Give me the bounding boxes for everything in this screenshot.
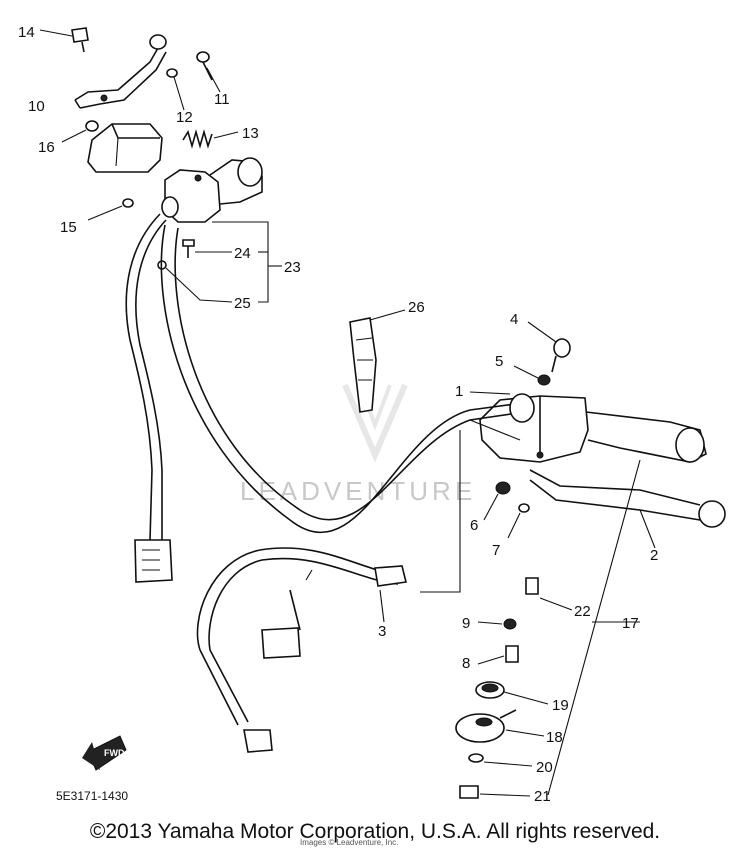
callout-14: 14 bbox=[18, 24, 35, 41]
screw-4 bbox=[527, 321, 571, 373]
forward-arrow-icon: FWD bbox=[82, 735, 127, 771]
screw-8 bbox=[477, 645, 519, 665]
copyright-notice: ©2013 Yamaha Motor Corporation, U.S.A. A… bbox=[89, 820, 661, 843]
washer-20 bbox=[468, 753, 484, 763]
throttle-grip bbox=[585, 411, 707, 463]
bracket-1-box bbox=[420, 430, 461, 593]
cable-tie-26 bbox=[349, 309, 406, 413]
left-switch-housing bbox=[161, 157, 263, 223]
callout-4: 4 bbox=[510, 311, 518, 328]
image-credit: Images © Leadventure, Inc. bbox=[300, 838, 399, 847]
switch-18 bbox=[455, 709, 545, 743]
callout-21: 21 bbox=[534, 788, 551, 805]
watermark-logo bbox=[342, 383, 408, 463]
callout-23: 23 bbox=[284, 259, 301, 276]
bolt-11 bbox=[196, 51, 221, 93]
handlebar bbox=[160, 224, 531, 534]
callout-8: 8 bbox=[462, 655, 470, 672]
callout-12: 12 bbox=[176, 109, 193, 126]
callout-1: 1 bbox=[455, 383, 463, 400]
callout-13: 13 bbox=[242, 125, 259, 142]
fwd-label: FWD bbox=[104, 748, 125, 758]
callout-18: 18 bbox=[546, 729, 563, 746]
callout-22: 22 bbox=[574, 603, 591, 620]
bracket-17 bbox=[547, 459, 641, 796]
callout-20: 20 bbox=[536, 759, 553, 776]
leader-1 bbox=[469, 391, 511, 395]
bolt-14 bbox=[39, 27, 89, 53]
spring-13 bbox=[182, 129, 239, 149]
callout-5: 5 bbox=[495, 353, 503, 370]
callout-26: 26 bbox=[408, 299, 425, 316]
screw-22 bbox=[525, 577, 573, 611]
callout-25: 25 bbox=[234, 295, 251, 312]
lever-assembly-left bbox=[74, 34, 167, 109]
exploded-view-drawing: LEADVENTURE bbox=[18, 24, 726, 805]
washer-5 bbox=[537, 374, 551, 386]
master-cylinder-body bbox=[87, 123, 163, 173]
washer-7 bbox=[518, 503, 530, 513]
callout-7: 7 bbox=[492, 542, 500, 559]
bracket-23 bbox=[212, 221, 282, 303]
callout-9: 9 bbox=[462, 615, 470, 632]
callout-6: 6 bbox=[470, 517, 478, 534]
screw-24 bbox=[182, 239, 232, 258]
callout-16: 16 bbox=[38, 139, 55, 156]
watermark-text: LEADVENTURE bbox=[240, 476, 476, 506]
oring-15 bbox=[122, 198, 134, 208]
nut-16 bbox=[85, 120, 99, 132]
callout-24: 24 bbox=[234, 245, 251, 262]
brake-lever-2 bbox=[529, 469, 726, 549]
callout-19: 19 bbox=[552, 697, 569, 714]
cable-3 bbox=[196, 547, 407, 753]
diagram-code: 5E3171-1430 bbox=[56, 789, 128, 803]
washer-12 bbox=[166, 68, 178, 78]
callout-10: 10 bbox=[28, 98, 45, 115]
ring-19 bbox=[475, 681, 549, 705]
washer-9 bbox=[503, 618, 517, 630]
right-switch-housing bbox=[479, 393, 589, 463]
screw-21 bbox=[459, 785, 531, 799]
callout-2: 2 bbox=[650, 547, 658, 564]
callout-15: 15 bbox=[60, 219, 77, 236]
callout-3: 3 bbox=[378, 623, 386, 640]
nut-6 bbox=[495, 481, 511, 495]
left-wiring-harness bbox=[125, 213, 173, 583]
callout-17: 17 bbox=[622, 615, 639, 632]
screw-25 bbox=[157, 260, 233, 303]
callout-11: 11 bbox=[214, 91, 230, 108]
